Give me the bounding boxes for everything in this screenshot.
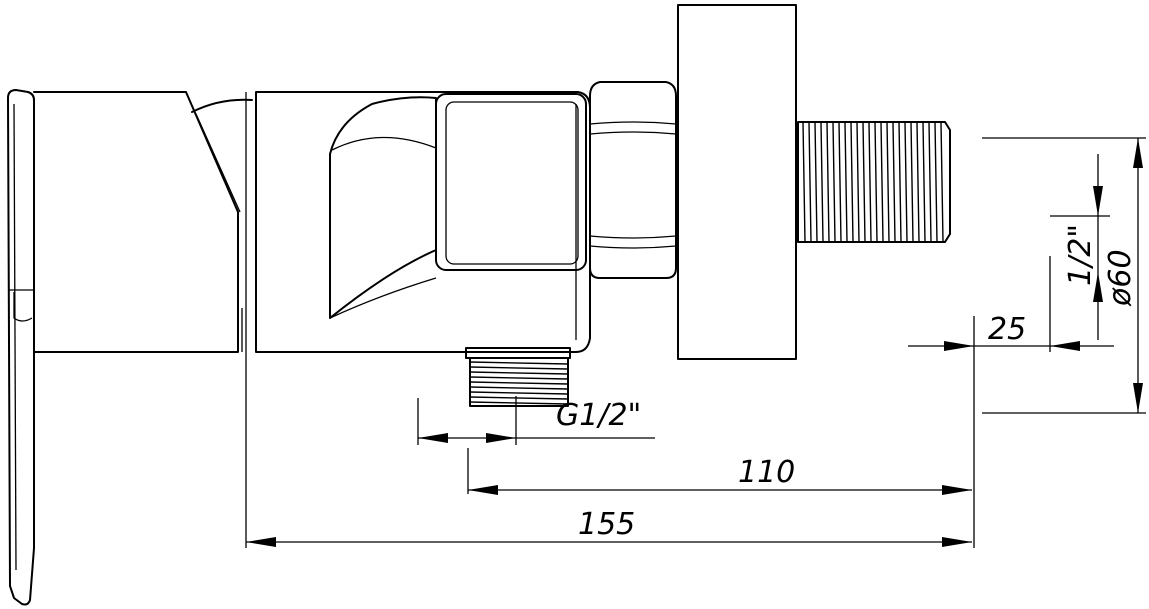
inlet-thread: [797, 121, 951, 243]
thread-line: [469, 371, 569, 375]
outlet-thread: [465, 347, 571, 407]
mid-length-label: 110: [738, 455, 795, 490]
thread-line: [850, 121, 854, 243]
thread-line: [469, 366, 569, 370]
thread-line: [904, 121, 908, 243]
thread-line: [910, 121, 914, 243]
thread-line: [808, 121, 812, 243]
thread-line: [469, 386, 569, 390]
dimension-pipe-thread: G1/2": [417, 396, 655, 445]
hex-nut: [589, 81, 677, 279]
inlet-length-label: 25: [988, 312, 1026, 347]
thread-line: [928, 121, 932, 243]
overall-length-label: 155: [578, 507, 635, 542]
thread-line: [922, 121, 926, 243]
valve-body: [255, 91, 591, 353]
thread-line: [838, 121, 842, 243]
thread-line: [934, 121, 938, 243]
thread-line: [868, 121, 872, 243]
thread-line: [469, 401, 569, 405]
flange: [677, 4, 797, 360]
thread-line: [469, 361, 569, 365]
dimension-flange-diameter: ø60: [982, 137, 1146, 414]
thread-line: [862, 121, 866, 243]
thread-line: [886, 121, 890, 243]
dimension-overall-length: 155: [245, 352, 972, 548]
handle-lever: [7, 89, 35, 606]
thread-line: [940, 121, 944, 243]
thread-line: [892, 121, 896, 243]
thread-line: [898, 121, 902, 243]
thread-line: [469, 391, 569, 395]
outlet-thread-lines: [469, 361, 569, 405]
dimension-inlet-length: 25: [908, 256, 1114, 548]
dimension-mid-length: 110: [467, 448, 972, 495]
inlet-thread-label: 1/2": [1063, 224, 1098, 286]
dimension-inlet-thread: 1/2": [1050, 154, 1110, 340]
flange-diameter-label: ø60: [1103, 249, 1138, 307]
thread-line: [802, 121, 806, 243]
thread-line: [469, 381, 569, 385]
thread-line: [916, 121, 920, 243]
thread-line: [832, 121, 836, 243]
thread-line: [856, 121, 860, 243]
inlet-thread-lines: [802, 121, 944, 243]
handle-body: [33, 91, 253, 353]
thread-line: [874, 121, 878, 243]
thread-line: [880, 121, 884, 243]
thread-line: [814, 121, 818, 243]
thread-line: [826, 121, 830, 243]
thread-line: [844, 121, 848, 243]
thread-line: [469, 376, 569, 380]
pipe-thread-label: G1/2": [556, 398, 641, 433]
thread-line: [820, 121, 824, 243]
thread-line: [469, 396, 569, 400]
